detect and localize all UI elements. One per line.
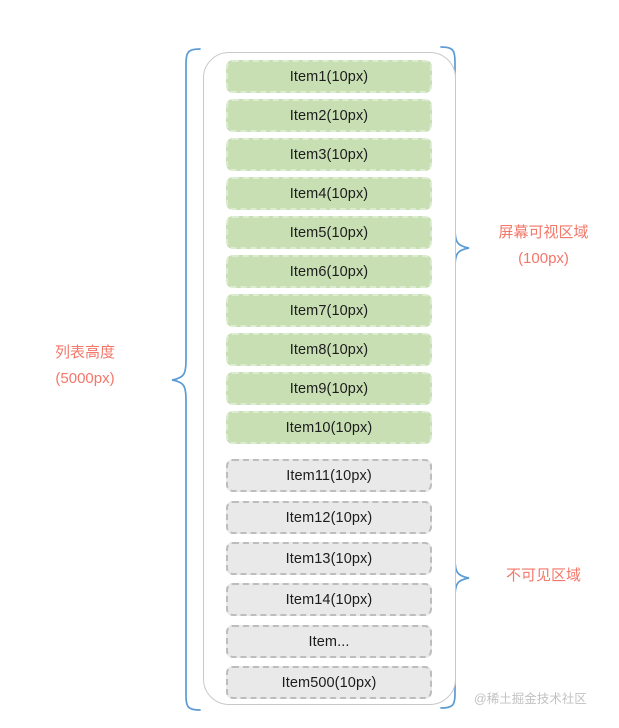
list-item[interactable]: Item6(10px): [226, 255, 432, 288]
list-items: Item1(10px) Item2(10px) Item3(10px) Item…: [226, 60, 432, 700]
list-item[interactable]: Item12(10px): [226, 501, 432, 534]
annotation-invisible-line1: 不可见区域: [505, 567, 581, 584]
list-item[interactable]: Item5(10px): [226, 216, 432, 249]
annotation-viewport-line2: (100px): [518, 250, 569, 267]
annotation-invisible-region: 不可见区域: [468, 563, 619, 589]
list-item[interactable]: Item14(10px): [226, 583, 432, 616]
list-item[interactable]: Item8(10px): [226, 333, 432, 366]
list-item[interactable]: Item10(10px): [226, 411, 432, 444]
list-item[interactable]: Item1(10px): [226, 60, 432, 93]
annotation-list-height: 列表高度 (5000px): [0, 340, 170, 392]
annotation-viewport: 屏幕可视区域 (100px): [468, 220, 619, 272]
watermark: @稀土掘金技术社区: [474, 692, 587, 706]
annotation-list-height-line2: (5000px): [55, 370, 115, 387]
list-item[interactable]: Item13(10px): [226, 542, 432, 575]
list-item[interactable]: Item11(10px): [226, 459, 432, 492]
list-item[interactable]: Item9(10px): [226, 372, 432, 405]
list-item[interactable]: Item7(10px): [226, 294, 432, 327]
list-item[interactable]: Item4(10px): [226, 177, 432, 210]
list-item[interactable]: Item500(10px): [226, 666, 432, 699]
list-item[interactable]: Item3(10px): [226, 138, 432, 171]
brace-list-height: [171, 48, 201, 711]
annotation-list-height-line1: 列表高度: [54, 344, 115, 361]
list-item[interactable]: Item...: [226, 625, 432, 658]
list-item[interactable]: Item2(10px): [226, 99, 432, 132]
annotation-viewport-line1: 屏幕可视区域: [498, 224, 589, 241]
